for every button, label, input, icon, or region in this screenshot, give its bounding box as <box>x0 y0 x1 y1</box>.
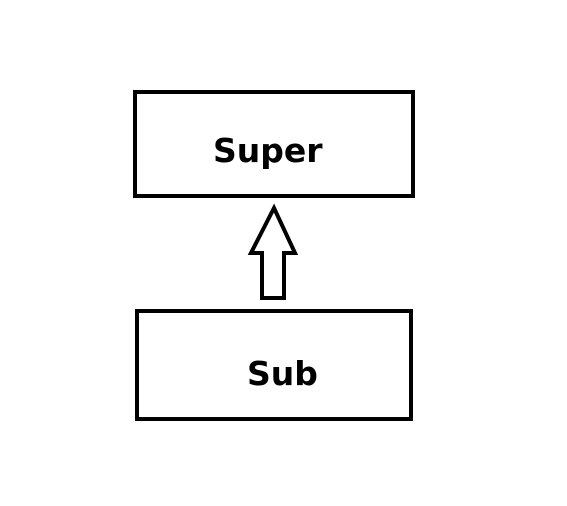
super-class-box: Super <box>133 90 415 198</box>
sub-class-box: Sub <box>135 309 413 421</box>
inheritance-arrow-shape <box>247 203 299 300</box>
super-class-label: Super <box>213 131 323 170</box>
sub-class-label: Sub <box>247 354 318 393</box>
